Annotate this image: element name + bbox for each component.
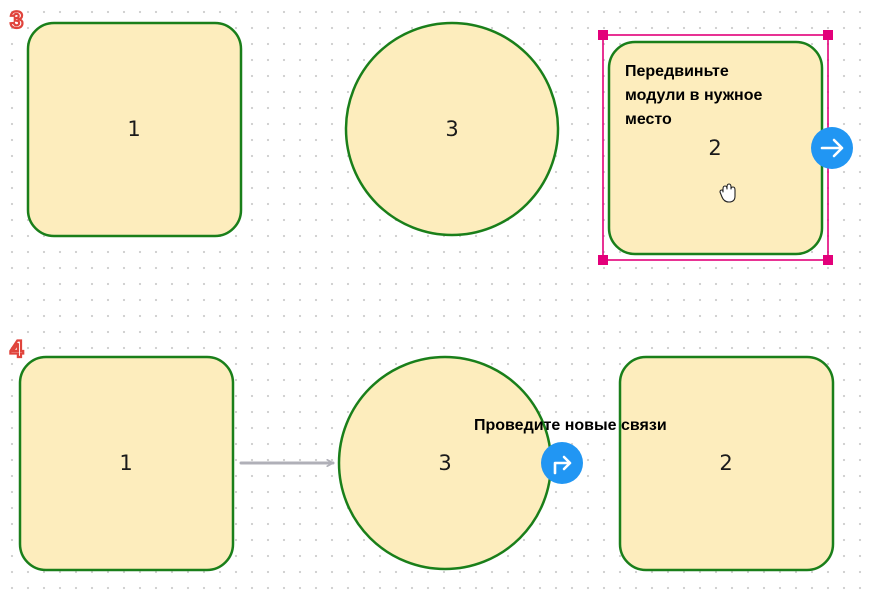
- section-step-3: 3 1 3 2 Передвиньте модули в нужное мест…: [9, 6, 853, 265]
- node-2-label: 2: [719, 451, 732, 475]
- node-1-label: 1: [119, 451, 132, 475]
- hint-move-modules: Передвиньте модули в нужное место: [625, 63, 762, 128]
- connect-button[interactable]: [541, 442, 583, 484]
- node-3-shape[interactable]: [344, 21, 560, 237]
- section-step-4: 4 1 3 2 Проведите новые связи: [9, 335, 835, 572]
- hint-line: место: [625, 111, 672, 128]
- hint-draw-connections: Проведите новые связи: [474, 417, 667, 434]
- node-2[interactable]: 2: [618, 355, 835, 572]
- action-button[interactable]: [811, 127, 853, 169]
- step-number-3: 3: [10, 7, 23, 34]
- node-1[interactable]: 1: [26, 21, 243, 238]
- node-2-selected[interactable]: 2: [607, 40, 824, 256]
- node-2-label: 2: [708, 136, 721, 160]
- resize-handle-bottom-right[interactable]: [823, 255, 833, 265]
- step-number-4: 4: [10, 336, 24, 363]
- node-1-shape[interactable]: [18, 355, 235, 572]
- node-1-shape[interactable]: [26, 21, 243, 238]
- node-3[interactable]: 3: [337, 355, 553, 571]
- resize-handle-top-left[interactable]: [598, 30, 608, 40]
- resize-handle-bottom-left[interactable]: [598, 255, 608, 265]
- node-3[interactable]: 3: [344, 21, 560, 237]
- hint-line: Передвиньте: [625, 63, 729, 80]
- resize-handle-top-right[interactable]: [823, 30, 833, 40]
- node-3-label: 3: [445, 117, 458, 141]
- hint-line: модули в нужное: [625, 87, 762, 104]
- grab-hand-icon: [719, 183, 736, 203]
- node-3-label: 3: [438, 451, 451, 475]
- connect-arrow-icon: [553, 455, 572, 475]
- node-1-label: 1: [127, 117, 140, 141]
- node-2-shape[interactable]: [618, 355, 835, 572]
- arrow-right-icon: [820, 138, 844, 158]
- node-1[interactable]: 1: [18, 355, 235, 572]
